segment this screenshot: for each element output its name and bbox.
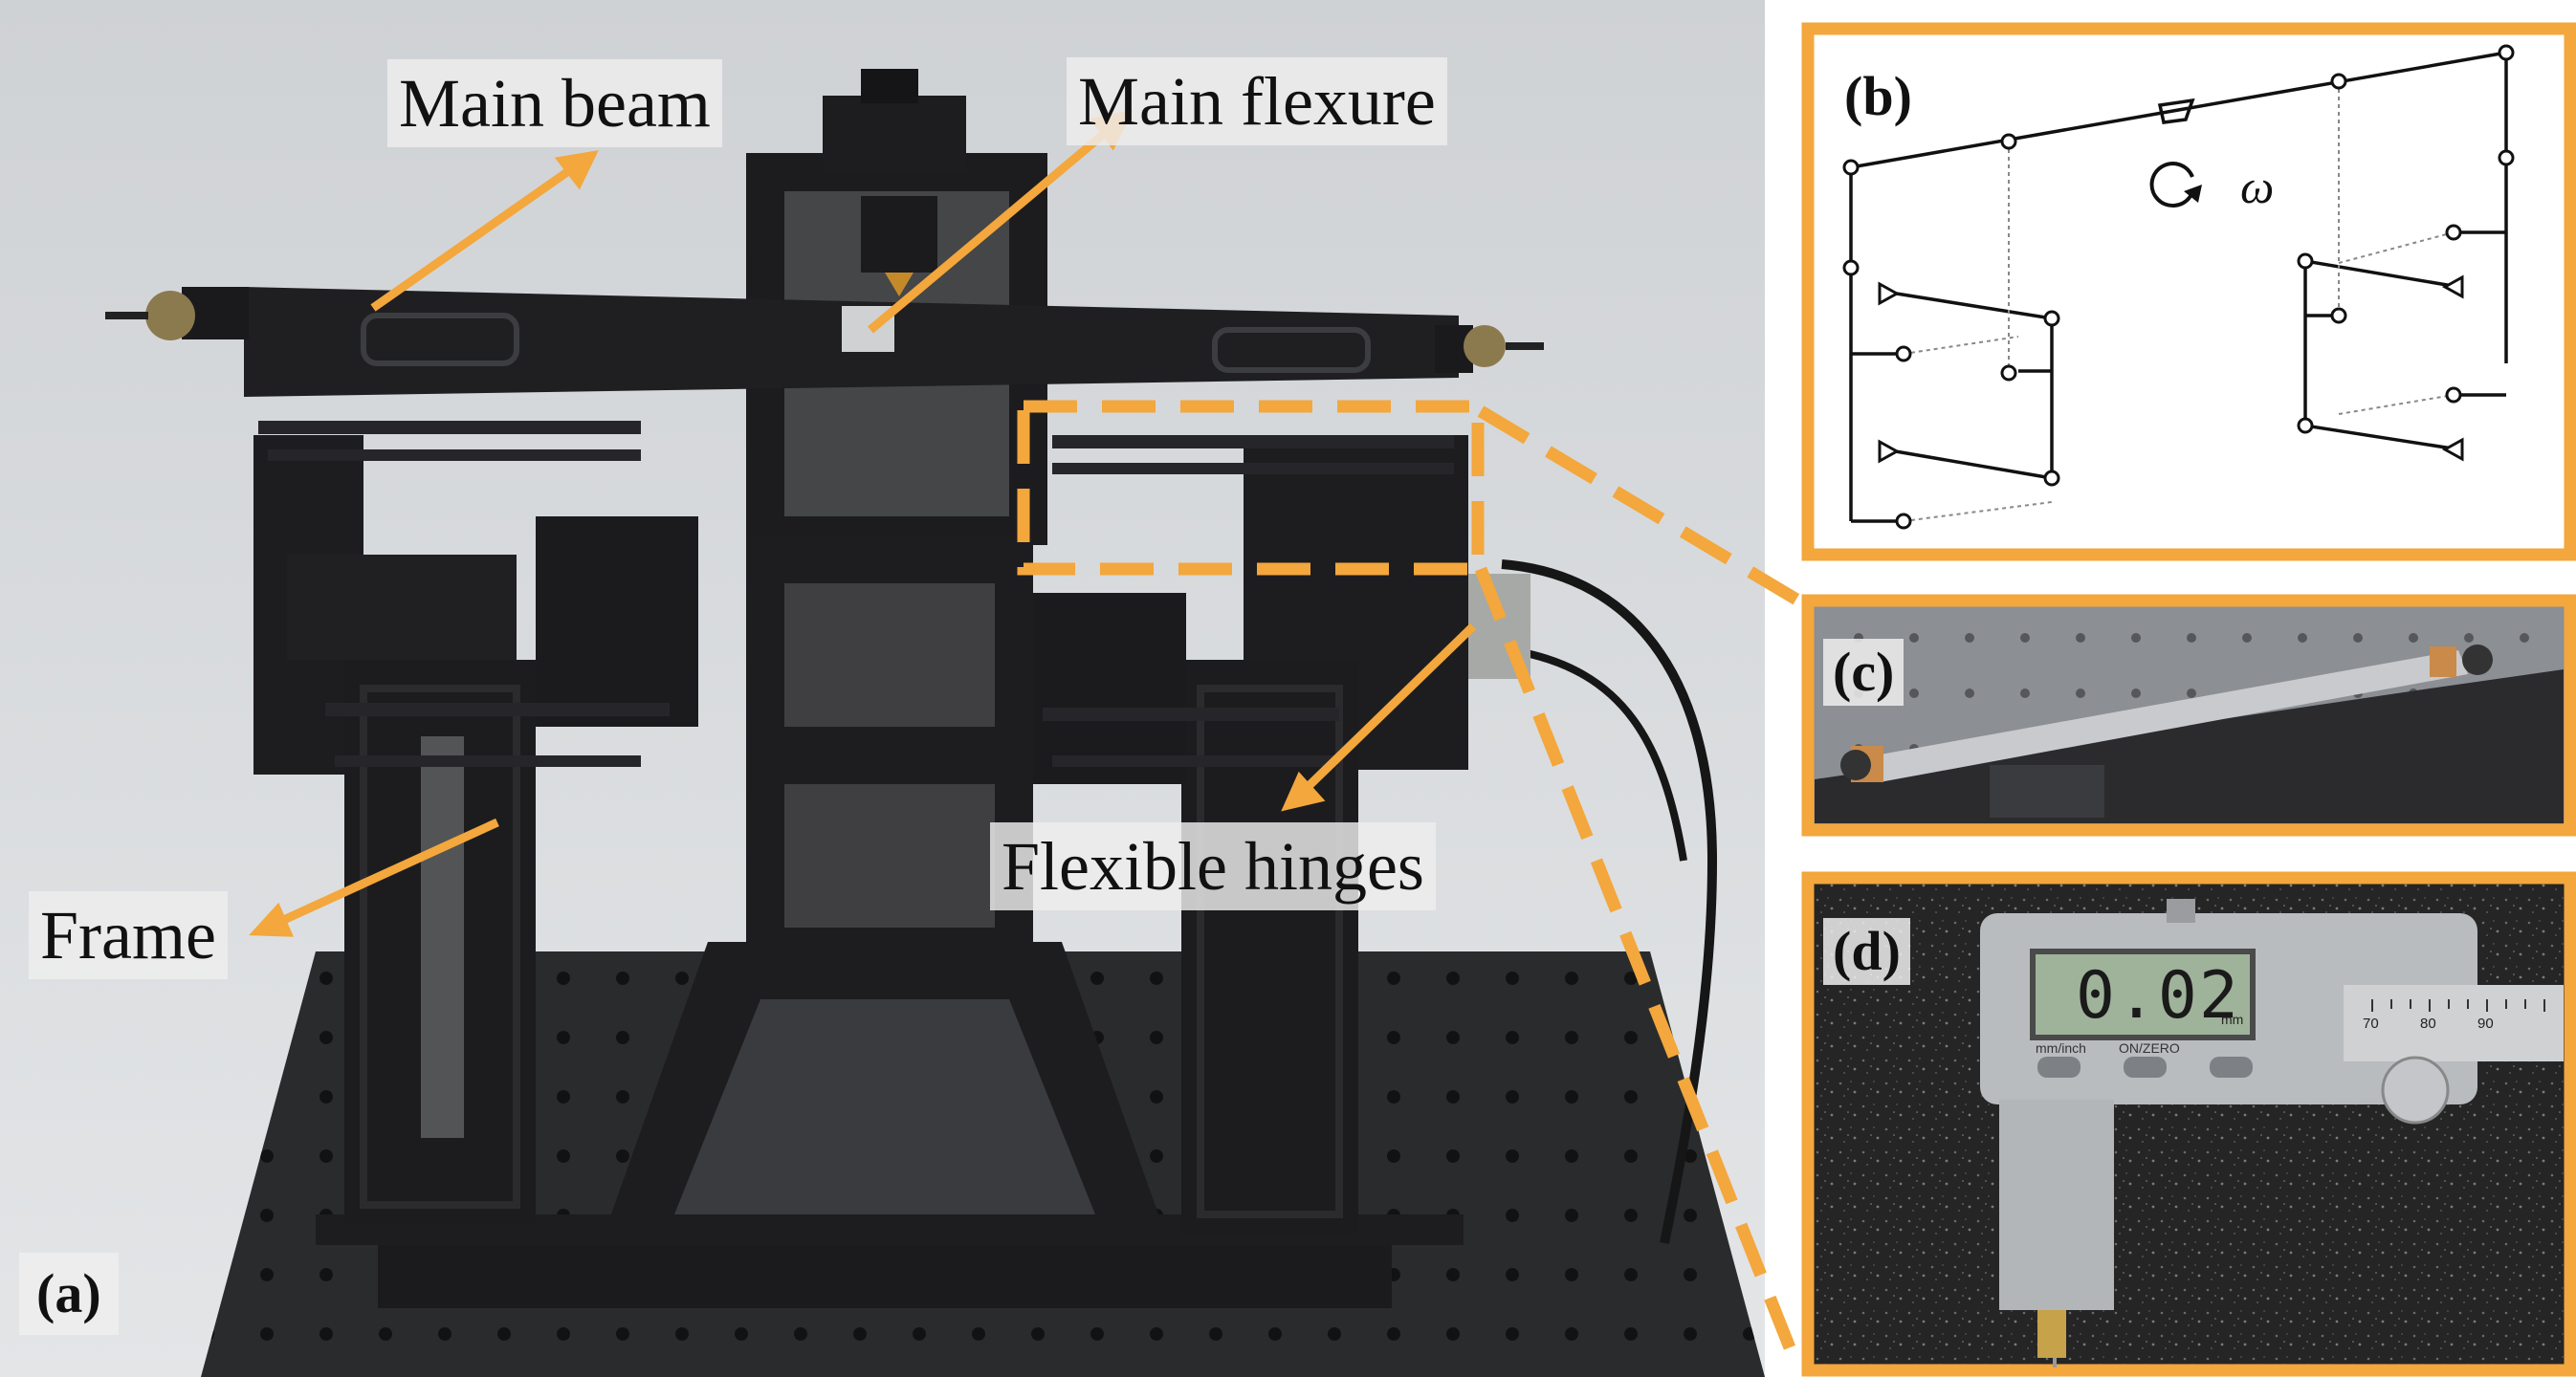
caliper-unit: mm — [2221, 1012, 2244, 1027]
zoom-connector-lines — [1474, 405, 1805, 1372]
panel-a-tag: (a) — [19, 1253, 119, 1335]
label-main-flexure: Main flexure — [1067, 57, 1447, 145]
panel-a-photo — [0, 0, 1765, 1377]
panel-b-tag: (b) — [1844, 65, 1912, 127]
panel-c-photo — [1801, 594, 2576, 837]
label-main-beam: Main beam — [387, 59, 722, 147]
scale-tick-70: 70 — [2363, 1016, 2379, 1032]
panel-b-schematic — [1801, 22, 2576, 561]
panel-c-tag: (c) — [1823, 639, 1904, 706]
label-flexible-hinges: Flexible hinges — [990, 822, 1436, 910]
panel-d-photo — [1801, 871, 2576, 1377]
omega-symbol: ω — [2240, 160, 2275, 213]
panel-d-tag: (d) — [1823, 918, 1910, 985]
caliper-button-label: ON/ZERO — [2119, 1040, 2180, 1056]
scale-tick-80: 80 — [2420, 1016, 2436, 1032]
caliper-reading: 0.02 — [2076, 958, 2240, 1034]
scale-tick-90: 90 — [2477, 1016, 2494, 1032]
caliper-mode-label: mm/inch — [2036, 1040, 2086, 1056]
label-frame: Frame — [29, 891, 228, 979]
